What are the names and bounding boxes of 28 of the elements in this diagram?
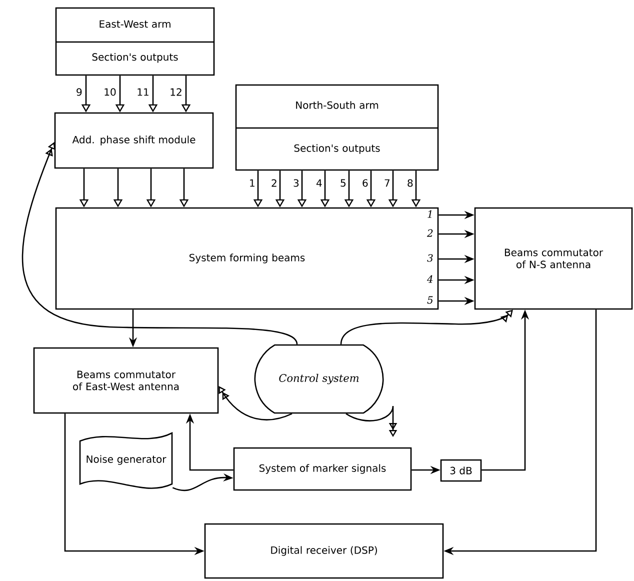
- edge-label: 9: [76, 88, 82, 96]
- edge-label: 4: [316, 179, 322, 187]
- edge-label: 2: [272, 179, 276, 187]
- edge-label: 1: [428, 210, 432, 218]
- process-box: Add. phase shift module: [54, 112, 214, 169]
- edge-label: 2: [426, 229, 433, 237]
- process-box: Digital receiver (DSP): [204, 523, 444, 579]
- process-box: System of marker signals: [233, 447, 412, 491]
- edge-label: 8: [408, 179, 413, 187]
- edge-label: 5: [340, 179, 346, 187]
- edge-label: 1: [250, 179, 254, 187]
- edge-label: 7: [384, 179, 390, 187]
- process-box: Beams commutator of N-S antenna: [474, 207, 633, 310]
- attenuator-box: 3 dB: [440, 459, 482, 482]
- process-box: Beams commutator of East-West antenna: [33, 347, 219, 414]
- arrow: [218, 386, 292, 420]
- arrow: [340, 310, 513, 344]
- edge-label: 5: [427, 296, 433, 304]
- arm-box: East-West arm Section's outputs: [55, 7, 215, 76]
- edge-label: 11: [138, 88, 148, 96]
- wave-box: Noise generator: [79, 432, 173, 489]
- edge-label: 3: [427, 254, 433, 262]
- arm-box: North-South arm Section's outputs: [235, 84, 439, 171]
- edge-label: 10: [104, 88, 116, 96]
- edge-label: 4: [426, 275, 433, 283]
- edge-label: 6: [362, 179, 368, 187]
- edge-label: 3: [294, 179, 299, 187]
- edge-label: 12: [170, 88, 182, 96]
